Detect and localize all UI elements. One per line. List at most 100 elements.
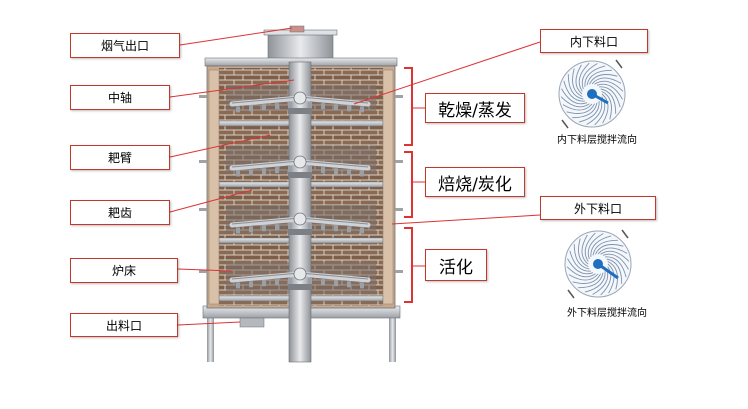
caption-inner-flow: 内下料层搅拌流向 [557, 135, 637, 146]
dial-swirl-line [606, 258, 623, 284]
rake-level [229, 212, 371, 235]
rake-tooth [249, 226, 253, 233]
dial-swirl-line [581, 63, 598, 90]
label-outer-feed-text: 外下料口 [573, 201, 622, 216]
rake-tooth [321, 103, 325, 110]
rake-arm-edge [299, 96, 369, 104]
rake-tooth [249, 281, 253, 288]
rake-tooth [334, 280, 338, 287]
rake-arm-edge [299, 217, 369, 225]
rake-tooth [308, 102, 312, 108]
rake-arms [229, 91, 371, 290]
rake-tooth [334, 225, 338, 232]
rake-tooth [308, 278, 312, 284]
rake-tooth [347, 226, 351, 233]
shaft-hub [293, 212, 307, 226]
rake-tooth [236, 227, 240, 234]
side-nozzles [199, 95, 403, 273]
rake-tooth [347, 169, 351, 176]
dial-swirl-line [600, 88, 617, 114]
label-rake-arm: 耙臂 [70, 145, 170, 170]
shaft-hub [293, 267, 307, 281]
dial-swirl-line [600, 250, 630, 262]
dial-swirl-line [575, 64, 583, 95]
rake-tooth [360, 170, 364, 177]
label-hearth-text: 炉床 [111, 264, 136, 278]
rake-tooth [288, 166, 292, 172]
furnace-leg [207, 312, 214, 362]
rake-tooth [275, 103, 279, 110]
rake-arm-edge [231, 160, 301, 168]
dial-tick [615, 59, 623, 69]
rake-tooth [360, 227, 364, 234]
dial-swirl-line [586, 98, 603, 125]
rake-arm-left [229, 271, 303, 283]
rake-tooth [360, 106, 364, 113]
rake-tooth [308, 166, 312, 172]
label-inner-feed-text: 内下料口 [569, 34, 618, 49]
zone-drying: 乾燥/蒸发 [425, 93, 525, 123]
rake-tooth [236, 282, 240, 289]
dial-swirl-line [594, 80, 624, 92]
dial-tick [561, 119, 569, 129]
flue-stack [267, 31, 334, 63]
rake-arm-right [297, 159, 371, 171]
shaft-coupling [288, 284, 312, 290]
rake-tooth [334, 168, 338, 175]
dial-swirl-line [594, 244, 624, 255]
dial-swirl-line [567, 74, 584, 100]
dial-swirl-line [586, 69, 612, 86]
leader-lines [169, 27, 541, 326]
rake-tooth [249, 169, 253, 176]
rake-arm-right [297, 216, 371, 228]
dial-swirl-line [596, 83, 623, 100]
dial-swirl-line [588, 74, 618, 85]
rake-tooth [334, 104, 338, 111]
rake-arm-edge [299, 160, 369, 168]
dial-arrow [597, 262, 619, 280]
dial-swirl-line [584, 232, 596, 262]
label-discharge-outlet: 出料口 [70, 313, 178, 337]
dial-swirl-line [591, 77, 622, 85]
outer-flow-dial [564, 229, 632, 299]
rake-tooth [236, 170, 240, 177]
rake-tooth [360, 282, 364, 289]
rake-arm-right [297, 271, 371, 283]
dial-swirl-line [572, 102, 598, 119]
shaft-coupling [288, 172, 312, 178]
rake-arm-edge [231, 96, 301, 104]
label-rake-arm-text: 耙臂 [107, 151, 132, 165]
dial-swirl-line [563, 80, 585, 102]
zone-leaders [412, 107, 425, 267]
rake-tooth [347, 281, 351, 288]
furnace-leg [389, 312, 396, 362]
dial-swirl-line [569, 250, 591, 272]
rake-tooth [288, 278, 292, 284]
zone-roasting: 焙烧/炭化 [425, 167, 525, 197]
rake-tooth [321, 167, 325, 174]
dial-tick [621, 229, 629, 239]
dial-swirl-line [584, 65, 606, 87]
dial-swirl-line [561, 88, 588, 105]
label-central-shaft-text: 中轴 [107, 91, 132, 105]
shaft-hub [293, 155, 307, 169]
rake-level [229, 155, 371, 178]
label-inner-feed: 内下料口 [540, 29, 648, 53]
dial-swirl-line [573, 244, 590, 270]
rake-tooth [249, 105, 253, 112]
rake-tooth [308, 223, 312, 229]
dial-swirl-line [578, 238, 589, 268]
label-flue-outlet: 烟气出口 [70, 33, 180, 58]
dial-swirl-line [566, 103, 596, 114]
rake-tooth [288, 223, 292, 229]
shaft-coupling [288, 229, 312, 235]
rake-arm-edge [299, 272, 369, 280]
central-shaft [288, 61, 312, 363]
shaft-hub [293, 91, 307, 105]
zone-drying-text: 乾燥/蒸发 [438, 100, 512, 121]
zone-activation-text: 活化 [439, 257, 473, 278]
dial-swirl-line [578, 101, 600, 123]
dial-swirl-line [562, 103, 593, 111]
rake-tooth [262, 225, 266, 232]
